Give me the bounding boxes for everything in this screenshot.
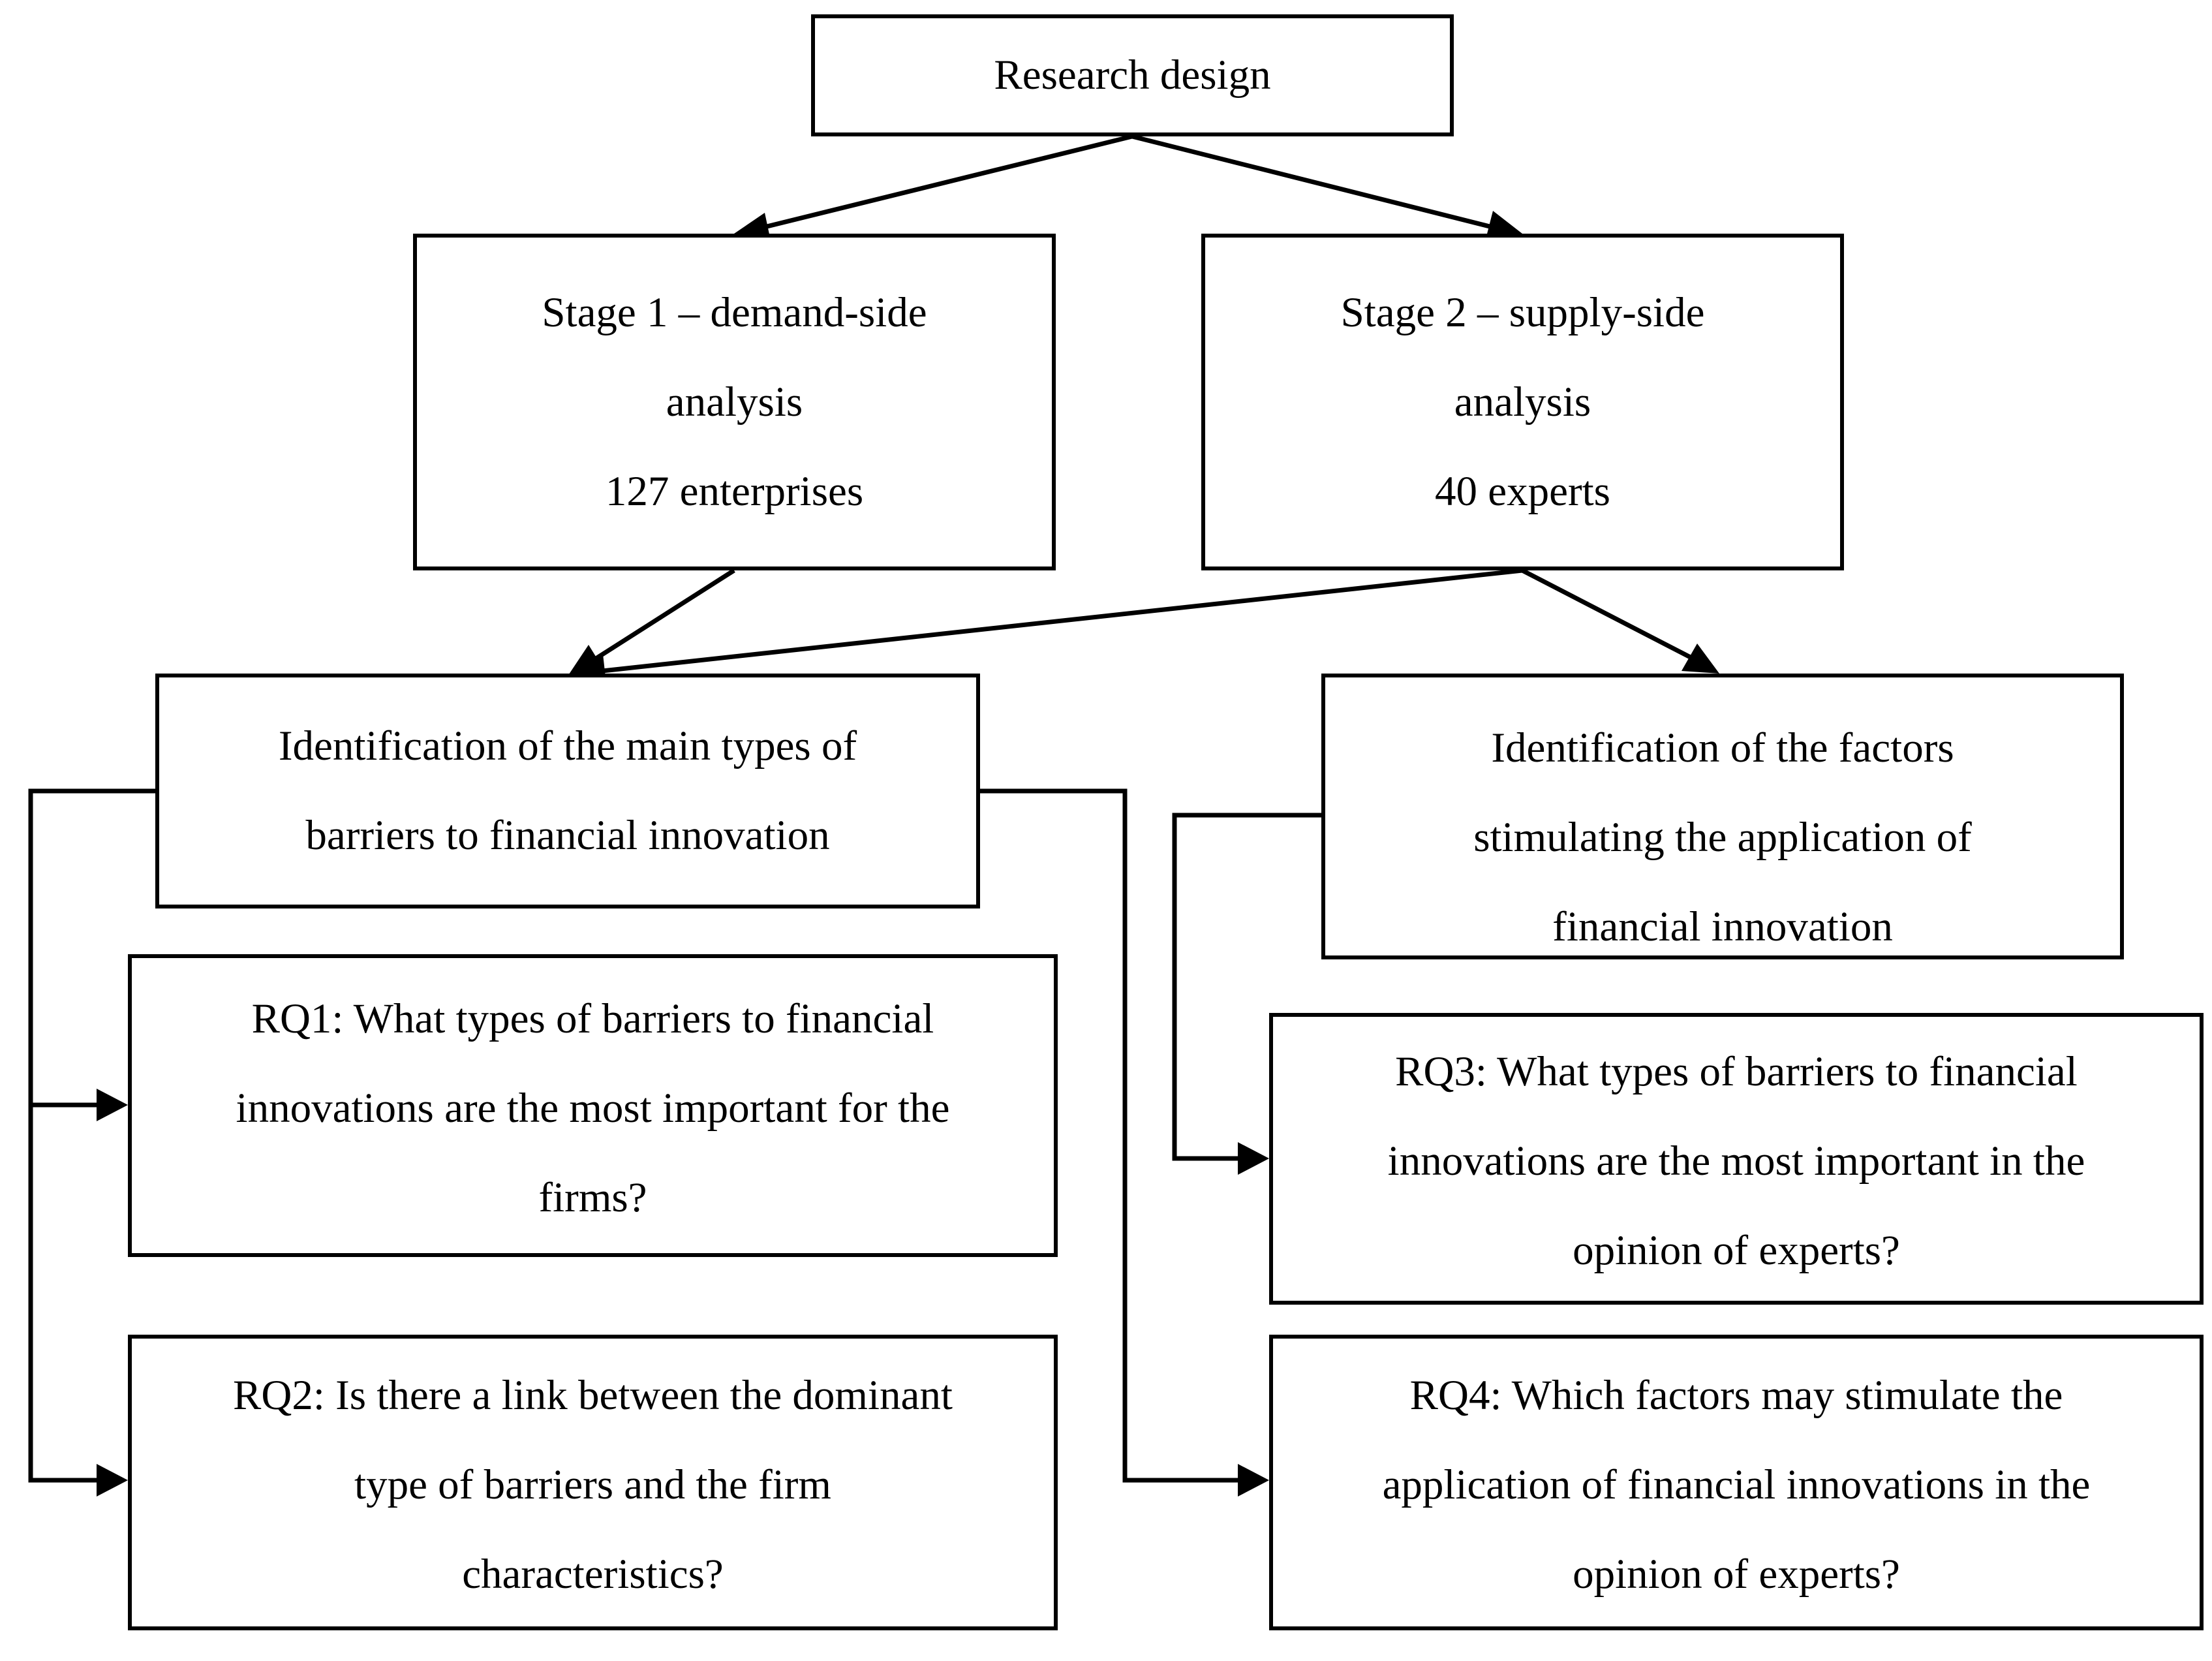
research-design-box: Research design bbox=[811, 14, 1454, 136]
identification-barriers-line2: barriers to financial innovation bbox=[305, 812, 830, 859]
arrow-root-to-stage2 bbox=[1131, 134, 1522, 241]
rq1-line3: firms? bbox=[538, 1173, 647, 1221]
rq2-line3: characteristics? bbox=[462, 1551, 724, 1598]
connector-identification-barriers-to-rq1-rq2 bbox=[28, 788, 155, 1497]
identification-factors-box: Identification of the factors stimulatin… bbox=[1321, 674, 2124, 959]
rq1-line2: innovations are the most important for t… bbox=[236, 1084, 950, 1132]
rq4-line1: RQ4: Which factors may stimulate the bbox=[1409, 1372, 2063, 1419]
rq4-line2: application of financial innovations in … bbox=[1382, 1461, 2091, 1508]
arrow-root-to-stage1 bbox=[734, 134, 1133, 243]
connector-identification-factors-to-rq3 bbox=[1172, 813, 1321, 1175]
rq3-line1: RQ3: What types of barriers to financial bbox=[1395, 1048, 2078, 1095]
rq1-box: RQ1: What types of barriers to financial… bbox=[128, 954, 1058, 1257]
rq3-line3: opinion of experts? bbox=[1573, 1227, 1900, 1274]
identification-factors-line2: stimulating the application of bbox=[1473, 814, 1972, 861]
rq4-line3: opinion of experts? bbox=[1573, 1551, 1900, 1598]
identification-barriers-box: Identification of the main types of barr… bbox=[155, 674, 980, 908]
connector-identification-barriers-to-rq4 bbox=[980, 788, 1269, 1497]
rq2-box: RQ2: Is there a link between the dominan… bbox=[128, 1335, 1058, 1630]
rq4-box: RQ4: Which factors may stimulate the app… bbox=[1269, 1335, 2204, 1630]
rq3-box: RQ3: What types of barriers to financial… bbox=[1269, 1013, 2204, 1305]
arrow-stage2-to-identification-factors bbox=[1521, 568, 1719, 674]
research-design-label: Research design bbox=[994, 52, 1271, 99]
identification-factors-line3: financial innovation bbox=[1552, 903, 1893, 950]
stage1-sample-size: 127 enterprises bbox=[605, 467, 864, 515]
stage2-supply-side-box: Stage 2 – supply-side analysis 40 expert… bbox=[1201, 234, 1844, 570]
stage1-title-line2: analysis bbox=[666, 378, 803, 426]
identification-factors-line1: Identification of the factors bbox=[1491, 724, 1954, 771]
stage2-sample-size: 40 experts bbox=[1435, 467, 1610, 515]
stage1-title-line1: Stage 1 – demand-side bbox=[542, 288, 927, 336]
rq2-line1: RQ2: Is there a link between the dominan… bbox=[233, 1372, 953, 1419]
stage2-title-line2: analysis bbox=[1454, 378, 1591, 426]
identification-barriers-line1: Identification of the main types of bbox=[278, 722, 857, 769]
rq2-line2: type of barriers and the firm bbox=[354, 1461, 831, 1508]
stage1-demand-side-box: Stage 1 – demand-side analysis 127 enter… bbox=[413, 234, 1056, 570]
arrow-stage2-to-identification-barriers bbox=[568, 568, 1523, 689]
rq3-line2: innovations are the most important in th… bbox=[1387, 1138, 2085, 1185]
stage2-title-line1: Stage 2 – supply-side bbox=[1340, 288, 1705, 336]
rq1-line1: RQ1: What types of barriers to financial bbox=[251, 995, 934, 1042]
